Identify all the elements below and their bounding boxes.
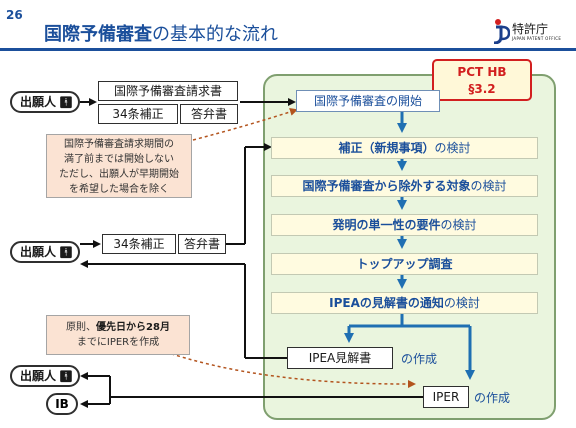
step-bold: 補正（新規事項）	[338, 141, 435, 155]
step-ipea-opinion-notice: IPEAの見解書の通知の検討	[271, 292, 538, 314]
ipe-start-box: 国際予備審査の開始	[296, 90, 440, 112]
response-document-2: 答弁書	[178, 234, 226, 254]
applicant-label: 出願人	[20, 369, 57, 383]
applicant-node-2: 出願人🚹︎	[10, 241, 80, 263]
applicant-node-3: 出願人🚹︎	[10, 365, 80, 387]
ipea-opinion-suffix: の作成	[401, 352, 438, 366]
deadline-bold: 優先日から28月	[96, 322, 170, 333]
jpo-logo-icon	[493, 19, 510, 44]
step-bold: トップアップ調査	[356, 257, 453, 271]
deadline-note-line1: 原則、優先日から28月	[47, 320, 189, 335]
page-title: 国際予備審査の基本的な流れ	[44, 20, 278, 46]
step-bold: IPEAの見解書の通知	[329, 296, 444, 310]
step-unity-of-invention: 発明の単一性の要件の検討	[271, 214, 538, 236]
person-icon: 🚹︎	[59, 96, 73, 109]
article34-amendment-document: 34条補正	[98, 104, 178, 124]
logo-subtitle: JAPAN PATENT OFFICE	[512, 36, 562, 41]
step-bold: 発明の単一性の要件	[332, 218, 441, 232]
step-bold: 国際予備審査から除外する対象	[302, 179, 471, 193]
demand-document: 国際予備審査請求書	[98, 81, 238, 101]
person-icon: 🚹︎	[59, 246, 73, 259]
start-note-line4: を希望した場合を除く	[69, 184, 169, 195]
step-excluded-subject: 国際予備審査から除外する対象の検討	[271, 175, 538, 197]
badge-line1: PCT HB	[457, 65, 507, 79]
step-top-up-search: トップアップ調査	[271, 253, 538, 275]
start-note-line3: ただし、出願人が早期開始	[59, 169, 179, 180]
deadline-note: 原則、優先日から28月 までにIPERを作成	[46, 315, 190, 355]
slide-number: 26	[6, 8, 23, 22]
iper-box: IPER	[423, 386, 469, 408]
step-plain: の検討	[443, 296, 480, 310]
applicant-node-1: 出願人🚹︎	[10, 91, 80, 113]
step-plain: の検討	[470, 179, 507, 193]
applicant-label: 出願人	[20, 245, 57, 259]
start-note-line2: 満了前までは開始しない	[64, 154, 174, 165]
deadline-note-line2: までにIPERを作成	[76, 337, 160, 348]
step-plain: の検討	[440, 218, 477, 232]
ib-node: IB	[46, 393, 78, 415]
title-plain: の基本的な流れ	[152, 24, 278, 45]
iper-suffix: の作成	[474, 391, 511, 405]
deadline-prefix: 原則、	[66, 322, 97, 333]
title-bold: 国際予備審査	[44, 24, 152, 45]
person-icon: 🚹︎	[59, 370, 73, 383]
badge-line2: §3.2	[468, 82, 496, 96]
applicant-label: 出願人	[20, 95, 57, 109]
response-document: 答弁書	[180, 104, 238, 124]
step-amendment-new-matter: 補正（新規事項）の検討	[271, 137, 538, 159]
start-condition-note: 国際予備審査請求期間の 満了前までは開始しない ただし、出願人が早期開始 を希望…	[46, 134, 192, 198]
pct-handbook-badge: PCT HB §3.2	[432, 59, 532, 101]
ipea-opinion-box: IPEA見解書	[287, 347, 393, 369]
jpo-logo: 特許庁 JAPAN PATENT OFFICE	[492, 18, 570, 46]
logo-name: 特許庁	[512, 22, 549, 36]
title-divider	[0, 48, 576, 51]
step-plain: の検討	[434, 141, 471, 155]
article34-amendment-document-2: 34条補正	[102, 234, 176, 254]
start-note-line1: 国際予備審査請求期間の	[64, 139, 174, 150]
